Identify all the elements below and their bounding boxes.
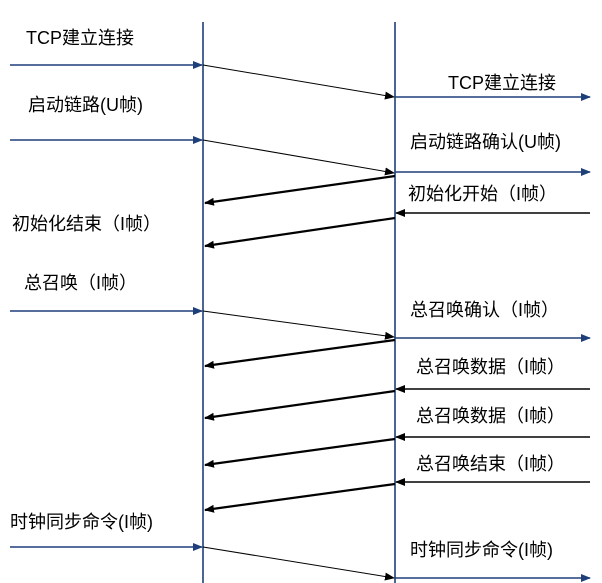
right-label-init-start: 初始化开始（I帧） (408, 184, 557, 204)
right-label-general-call-end: 总召唤结束（I帧） (416, 454, 565, 474)
init-start-backward-message (204, 174, 396, 206)
left-label-general-call: 总召唤（I帧） (24, 273, 137, 293)
clock-sync-forward-message (202, 546, 395, 581)
init-end-backward-message (204, 216, 396, 249)
start-link-forward-message (202, 139, 395, 176)
left-label-start-link: 启动链路(U帧) (28, 95, 143, 115)
right-label-start-link-ack: 启动链路确认(U帧) (410, 132, 561, 152)
general-call-forward-message (202, 310, 395, 340)
tcp-forward-message (202, 64, 395, 100)
general-call-data-1-backward-message (204, 389, 396, 421)
general-call-ack-backward-message (204, 338, 396, 369)
right-label-general-call-ack: 总召唤确认（I帧） (410, 300, 559, 320)
right-label-general-call-data-2: 总召唤数据（I帧） (416, 406, 565, 426)
right-label-tcp: TCP建立连接 (448, 73, 556, 93)
left-label-init-end: 初始化结束（I帧） (12, 214, 161, 234)
left-label-clock-sync: 时钟同步命令(I帧) (10, 512, 153, 532)
left-label-tcp: TCP建立连接 (26, 28, 134, 48)
right-label-clock-sync: 时钟同步命令(I帧) (410, 540, 553, 560)
right-label-general-call-data-1: 总召唤数据（I帧） (416, 357, 565, 377)
general-call-data-2-backward-message (204, 437, 396, 468)
general-call-end-backward-message (204, 482, 396, 513)
